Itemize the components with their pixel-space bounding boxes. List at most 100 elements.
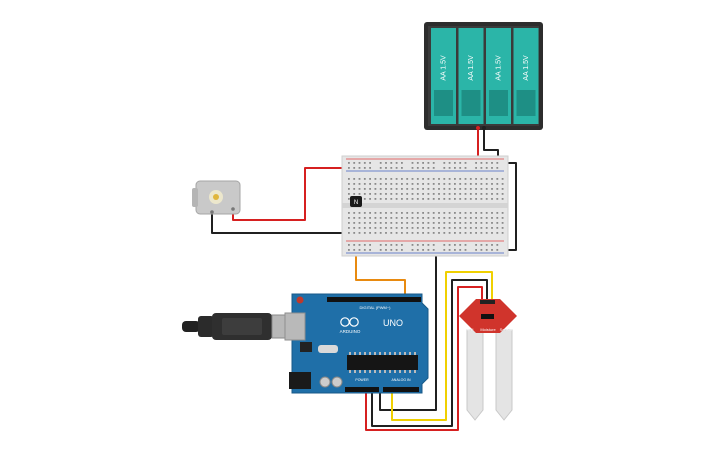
wire-motor-black[interactable] (211, 213, 346, 234)
breadboard-hole (358, 227, 361, 229)
wire-sensor-red[interactable] (365, 286, 483, 431)
breadboard-hole (501, 222, 504, 224)
breadboard-hole (395, 217, 398, 219)
battery-cell-band (489, 90, 508, 116)
dc-motor[interactable] (192, 180, 241, 215)
breadboard-hole (395, 183, 398, 185)
breadboard-hole (422, 167, 424, 169)
chip-pin (399, 370, 401, 373)
breadboard-hole (390, 232, 393, 234)
breadboard-hole (427, 222, 430, 224)
breadboard-hole (443, 178, 446, 180)
breadboard-hole (496, 212, 499, 214)
breadboard-hole (385, 188, 387, 190)
wire-ground-arduino[interactable] (379, 251, 437, 411)
breadboard-hole (385, 162, 387, 164)
motor-terminal-right (231, 207, 235, 211)
breadboard-hole (358, 212, 361, 214)
breadboard-hole (491, 183, 493, 185)
breadboard-hole (485, 198, 488, 200)
breadboard-hole (363, 249, 366, 251)
breadboard-hole (496, 167, 499, 169)
breadboard-hole (390, 244, 393, 246)
breadboard-hole (348, 162, 350, 164)
breadboard-hole (416, 244, 419, 246)
breadboard[interactable] (341, 155, 509, 257)
breadboard-hole (496, 244, 499, 246)
breadboard-hole (348, 188, 350, 190)
breadboard-hole (358, 183, 361, 185)
breadboard-hole (464, 249, 467, 251)
breadboard-hole (395, 178, 398, 180)
breadboard-hole (438, 183, 440, 185)
breadboard-hole (459, 193, 462, 195)
breadboard-hole (385, 183, 387, 185)
chip-pin (369, 352, 371, 355)
breadboard-hole (480, 183, 483, 185)
breadboard-hole (385, 249, 387, 251)
breadboard-hole (459, 178, 462, 180)
breadboard-hole (464, 217, 467, 219)
reset-button[interactable] (296, 296, 304, 304)
breadboard-hole (379, 217, 382, 219)
breadboard-hole (379, 222, 382, 224)
wires (211, 127, 517, 431)
breadboard-hole (491, 178, 493, 180)
chip-pin (359, 352, 361, 355)
breadboard-hole (353, 217, 356, 219)
breadboard-hole (491, 167, 493, 169)
breadboard-hole (454, 244, 456, 246)
arduino-uno[interactable]: DIGITAL (PWM~) ARDUINO UNO POWER ANALOG … (284, 293, 429, 394)
chip-pin (384, 370, 386, 373)
breadboard-hole (348, 193, 350, 195)
breadboard-hole (475, 232, 477, 234)
breadboard-hole (353, 167, 356, 169)
usb-cable[interactable] (182, 313, 299, 340)
battery-cell-label: AA 1.5V (523, 55, 530, 81)
power-header (345, 387, 379, 392)
breadboard-hole (454, 193, 456, 195)
breadboard-hole (469, 193, 472, 195)
breadboard-hole (401, 222, 403, 224)
breadboard-hole (480, 217, 483, 219)
chip-pin (394, 352, 396, 355)
soil-moisture-sensor[interactable]: Soil Moisture Sensor (459, 299, 517, 421)
transistor[interactable]: N (350, 196, 362, 207)
breadboard-hole (406, 188, 409, 190)
chip-pin (414, 370, 416, 373)
breadboard-center-channel (342, 203, 508, 208)
breadboard-hole (422, 193, 424, 195)
wire-sensor-black[interactable] (371, 279, 488, 427)
breadboard-hole (443, 227, 446, 229)
arduino-brand: ARDUINO (340, 329, 361, 334)
breadboard-hole (390, 198, 393, 200)
breadboard-hole (448, 227, 451, 229)
breadboard-hole (491, 212, 493, 214)
wire-motor-red[interactable] (232, 167, 346, 221)
breadboard-hole (411, 183, 414, 185)
breadboard-hole (475, 167, 477, 169)
breadboard-hole (416, 227, 419, 229)
breadboard-hole (485, 227, 488, 229)
breadboard-hole (432, 244, 435, 246)
breadboard-hole (480, 167, 483, 169)
breadboard-hole (438, 227, 440, 229)
breadboard-hole (353, 188, 356, 190)
sensor-label-1: Soil (467, 327, 474, 332)
breadboard-hole (369, 249, 371, 251)
breadboard-hole (363, 167, 366, 169)
breadboard-hole (374, 212, 377, 214)
breadboard-hole (411, 222, 414, 224)
breadboard-hole (491, 198, 493, 200)
breadboard-hole (348, 227, 350, 229)
breadboard-hole (459, 183, 462, 185)
wire-signal-orange[interactable] (355, 237, 406, 297)
breadboard-hole (358, 178, 361, 180)
breadboard-hole (491, 162, 493, 164)
breadboard-hole (348, 178, 350, 180)
wire-sensor-yellow[interactable] (391, 271, 493, 421)
breadboard-hole (379, 193, 382, 195)
breadboard-hole (496, 193, 499, 195)
chip-pin (399, 352, 401, 355)
